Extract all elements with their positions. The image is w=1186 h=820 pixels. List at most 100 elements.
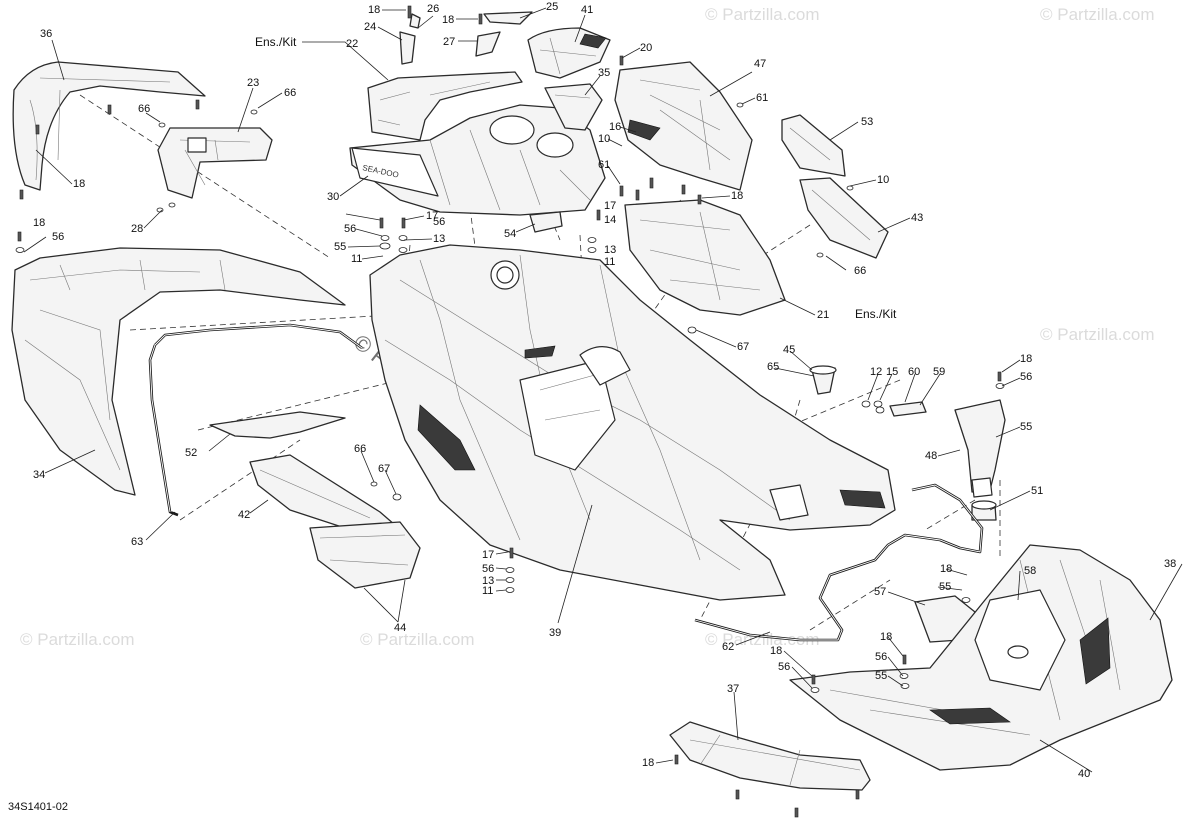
callout-label: 66	[354, 443, 366, 455]
callout-label: 35	[598, 67, 610, 79]
callout-label: 56	[52, 231, 64, 243]
callout-label: 18	[770, 645, 782, 657]
callout-label: 67	[737, 341, 749, 353]
part-45-drain-cup	[809, 365, 837, 395]
part-22-handlebar-cover	[367, 11, 533, 141]
callout-label: 45	[783, 344, 795, 356]
callout-label: 61	[598, 159, 610, 171]
part-47-storage-bin	[614, 61, 753, 191]
callout-labels: 18 26 18 25 24 27 41 36 Ens./Kit 22 20 4…	[33, 1, 1176, 780]
callout-label: 36	[40, 28, 52, 40]
callout-label: 18	[731, 190, 743, 202]
watermark-text: © Partzilla.com	[705, 630, 820, 649]
callout-label: 66	[854, 265, 866, 277]
callout-label: 18	[33, 217, 45, 229]
callout-label: 10	[598, 133, 610, 145]
callout-label: 34	[33, 469, 45, 481]
callout-label: 22	[346, 38, 358, 50]
callout-label: 67	[378, 463, 390, 475]
callout-label: 13	[482, 575, 494, 587]
callout-label: 59	[933, 366, 945, 378]
part-54-bracket	[529, 211, 563, 233]
callout-label: 11	[482, 585, 493, 597]
callout-label: 58	[1024, 565, 1036, 577]
callout-label: 15	[886, 366, 898, 378]
callout-label: 51	[1031, 485, 1043, 497]
callout-label: 57	[874, 586, 886, 598]
callout-label: 65	[767, 361, 779, 373]
part-36-upper-side-fairing	[12, 61, 206, 191]
callout-label: 14	[604, 214, 616, 226]
hardware-fasteners	[15, 5, 1005, 818]
callout-label: 56	[778, 661, 790, 673]
part-30-center-console: SEA-DOO	[349, 104, 606, 216]
callout-label: 10	[877, 174, 889, 186]
callout-label: 56	[482, 563, 494, 575]
callout-label: 39	[549, 627, 561, 639]
callout-label: 53	[861, 116, 873, 128]
callout-label: 16	[609, 121, 621, 133]
leader-lines	[23, 7, 1183, 773]
part-34-left-hull-panel	[11, 247, 346, 496]
callout-label: 18	[1020, 353, 1032, 365]
washer-icon	[15, 102, 1005, 693]
callout-label: 60	[908, 366, 920, 378]
part-44-side-cover-lower	[309, 521, 421, 589]
part-41-storage-lid	[527, 27, 611, 79]
part-42-side-cover	[249, 454, 396, 529]
callout-label: 55	[1020, 421, 1032, 433]
callout-label: 18	[73, 178, 85, 190]
callout-label: 56	[433, 216, 445, 228]
part-37-step-pad	[669, 721, 871, 791]
callout-kit-label: Ens./Kit	[255, 35, 297, 49]
part-59-clip	[889, 401, 927, 417]
callout-label: 18	[940, 563, 952, 575]
watermark-text: © Partzilla.com	[705, 5, 820, 24]
callout-label: 18	[368, 4, 380, 16]
callout-label: 24	[364, 21, 376, 33]
callout-label: 18	[442, 14, 454, 26]
callout-label: 17	[604, 200, 616, 212]
callout-label: 27	[443, 36, 455, 48]
callout-label: 20	[640, 42, 652, 54]
part-48-rear-bracket	[954, 399, 1006, 498]
part-62-trim-strip	[694, 483, 984, 642]
callout-label: 54	[504, 228, 516, 240]
callout-label: 12	[870, 366, 882, 378]
callout-label: 13	[604, 244, 616, 256]
watermark-text: © Partzilla.com	[1040, 325, 1155, 344]
callout-label: 44	[394, 622, 406, 634]
callout-label: 21	[817, 309, 829, 321]
callout-label: 56	[1020, 371, 1032, 383]
part-51-bumper-pad	[971, 500, 997, 521]
callout-label: 28	[131, 223, 143, 235]
callout-label: 47	[754, 58, 766, 70]
part-52-trim-piece	[209, 411, 346, 439]
callout-label: 52	[185, 447, 197, 459]
callout-label: 11	[604, 256, 615, 268]
watermark-text: © Partzilla.com	[20, 630, 135, 649]
part-39-main-deck	[369, 244, 896, 601]
callout-label: 66	[284, 87, 296, 99]
callout-label: 48	[925, 450, 937, 462]
callout-label: 11	[351, 253, 362, 265]
part-21-seat-base	[624, 199, 786, 316]
callout-label: 42	[238, 509, 250, 521]
callout-label: 26	[427, 3, 439, 15]
callout-label: 23	[247, 77, 259, 89]
watermark-text: © Partzilla.com	[1040, 5, 1155, 24]
part-63-trim-strip	[148, 323, 363, 517]
part-38-rear-platform	[789, 544, 1173, 771]
watermark-text: © Partzilla.com	[360, 630, 475, 649]
drawing-code: 34S1401-02	[8, 801, 68, 813]
callout-label: 55	[875, 670, 887, 682]
callout-label: 66	[138, 103, 150, 115]
callout-label: 63	[131, 536, 143, 548]
callout-label: 43	[911, 212, 923, 224]
callout-label: 17	[426, 210, 438, 222]
callout-label: 55	[939, 581, 951, 593]
callout-label: 61	[756, 92, 768, 104]
screw-icon	[17, 5, 1002, 818]
callout-label: 41	[581, 4, 593, 16]
